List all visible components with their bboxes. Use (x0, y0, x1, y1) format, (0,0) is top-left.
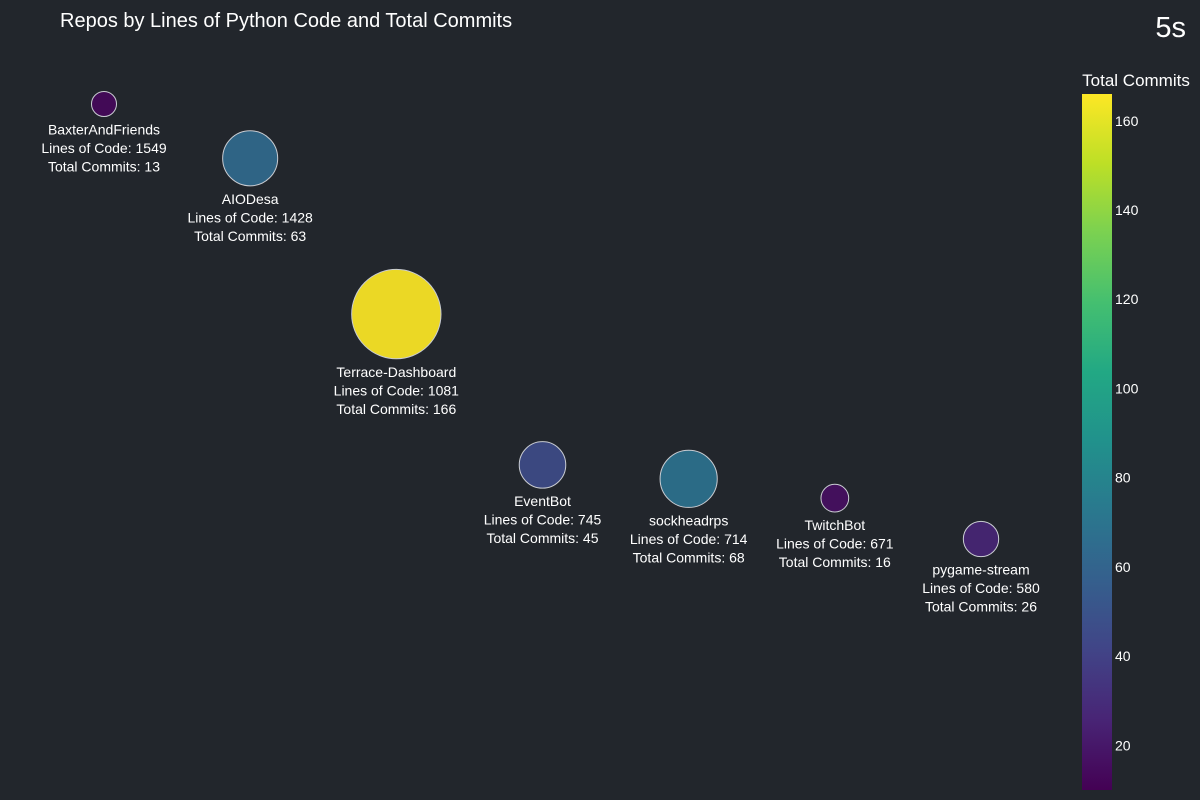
bubble-name-label: sockheadrps (649, 512, 728, 528)
colorbar-tick-label: 100 (1115, 380, 1139, 396)
bubble-loc-label: Lines of Code: 671 (776, 536, 894, 552)
colorbar-tick-label: 80 (1115, 470, 1131, 486)
colorbar: Total Commits 20 40 60 80 100 120 140 160 (1082, 71, 1190, 790)
colorbar-gradient (1082, 94, 1112, 790)
bubble-loc-label: Lines of Code: 1428 (188, 209, 314, 225)
bubble (659, 449, 718, 508)
colorbar-tick-label: 160 (1115, 113, 1139, 129)
bubble-commits-label: Total Commits: 13 (48, 159, 160, 175)
bubble (518, 441, 567, 489)
timer-label: 5s (1155, 12, 1186, 44)
chart-title: Repos by Lines of Python Code and Total … (60, 10, 513, 32)
colorbar-title: Total Commits (1082, 71, 1190, 90)
bubble-loc-label: Lines of Code: 580 (922, 580, 1040, 596)
bubble-commits-label: Total Commits: 26 (925, 599, 1037, 615)
bubble-name-label: AIODesa (222, 191, 279, 207)
colorbar-tick-label: 40 (1115, 648, 1131, 664)
bubble-loc-label: Lines of Code: 745 (484, 512, 602, 528)
colorbar-tick-label: 140 (1115, 202, 1139, 218)
bubble-commits-label: Total Commits: 45 (486, 530, 598, 546)
bubble-commits-label: Total Commits: 166 (336, 401, 456, 417)
colorbar-tick-label: 60 (1115, 559, 1131, 575)
bubble (91, 91, 117, 117)
bubble-loc-label: Lines of Code: 1081 (334, 382, 460, 398)
bubble-loc-label: Lines of Code: 714 (630, 531, 748, 547)
bubble-name-label: EventBot (514, 493, 571, 509)
bubble-commits-label: Total Commits: 68 (633, 549, 745, 565)
bubble-commits-label: Total Commits: 63 (194, 228, 306, 244)
bubble-name-label: TwitchBot (804, 517, 865, 533)
bubble-commits-label: Total Commits: 16 (779, 554, 891, 570)
bubble (962, 520, 1000, 558)
bubble-name-label: BaxterAndFriends (48, 122, 160, 138)
bubble (222, 130, 279, 187)
bubble-name-label: Terrace-Dashboard (336, 364, 456, 380)
bubble (351, 268, 442, 360)
colorbar-tick-label: 120 (1115, 291, 1139, 307)
bubble-name-label: pygame-stream (932, 562, 1029, 578)
bubble-loc-label: Lines of Code: 1549 (41, 140, 167, 156)
bubble (820, 483, 850, 513)
colorbar-tick-label: 20 (1115, 737, 1131, 753)
